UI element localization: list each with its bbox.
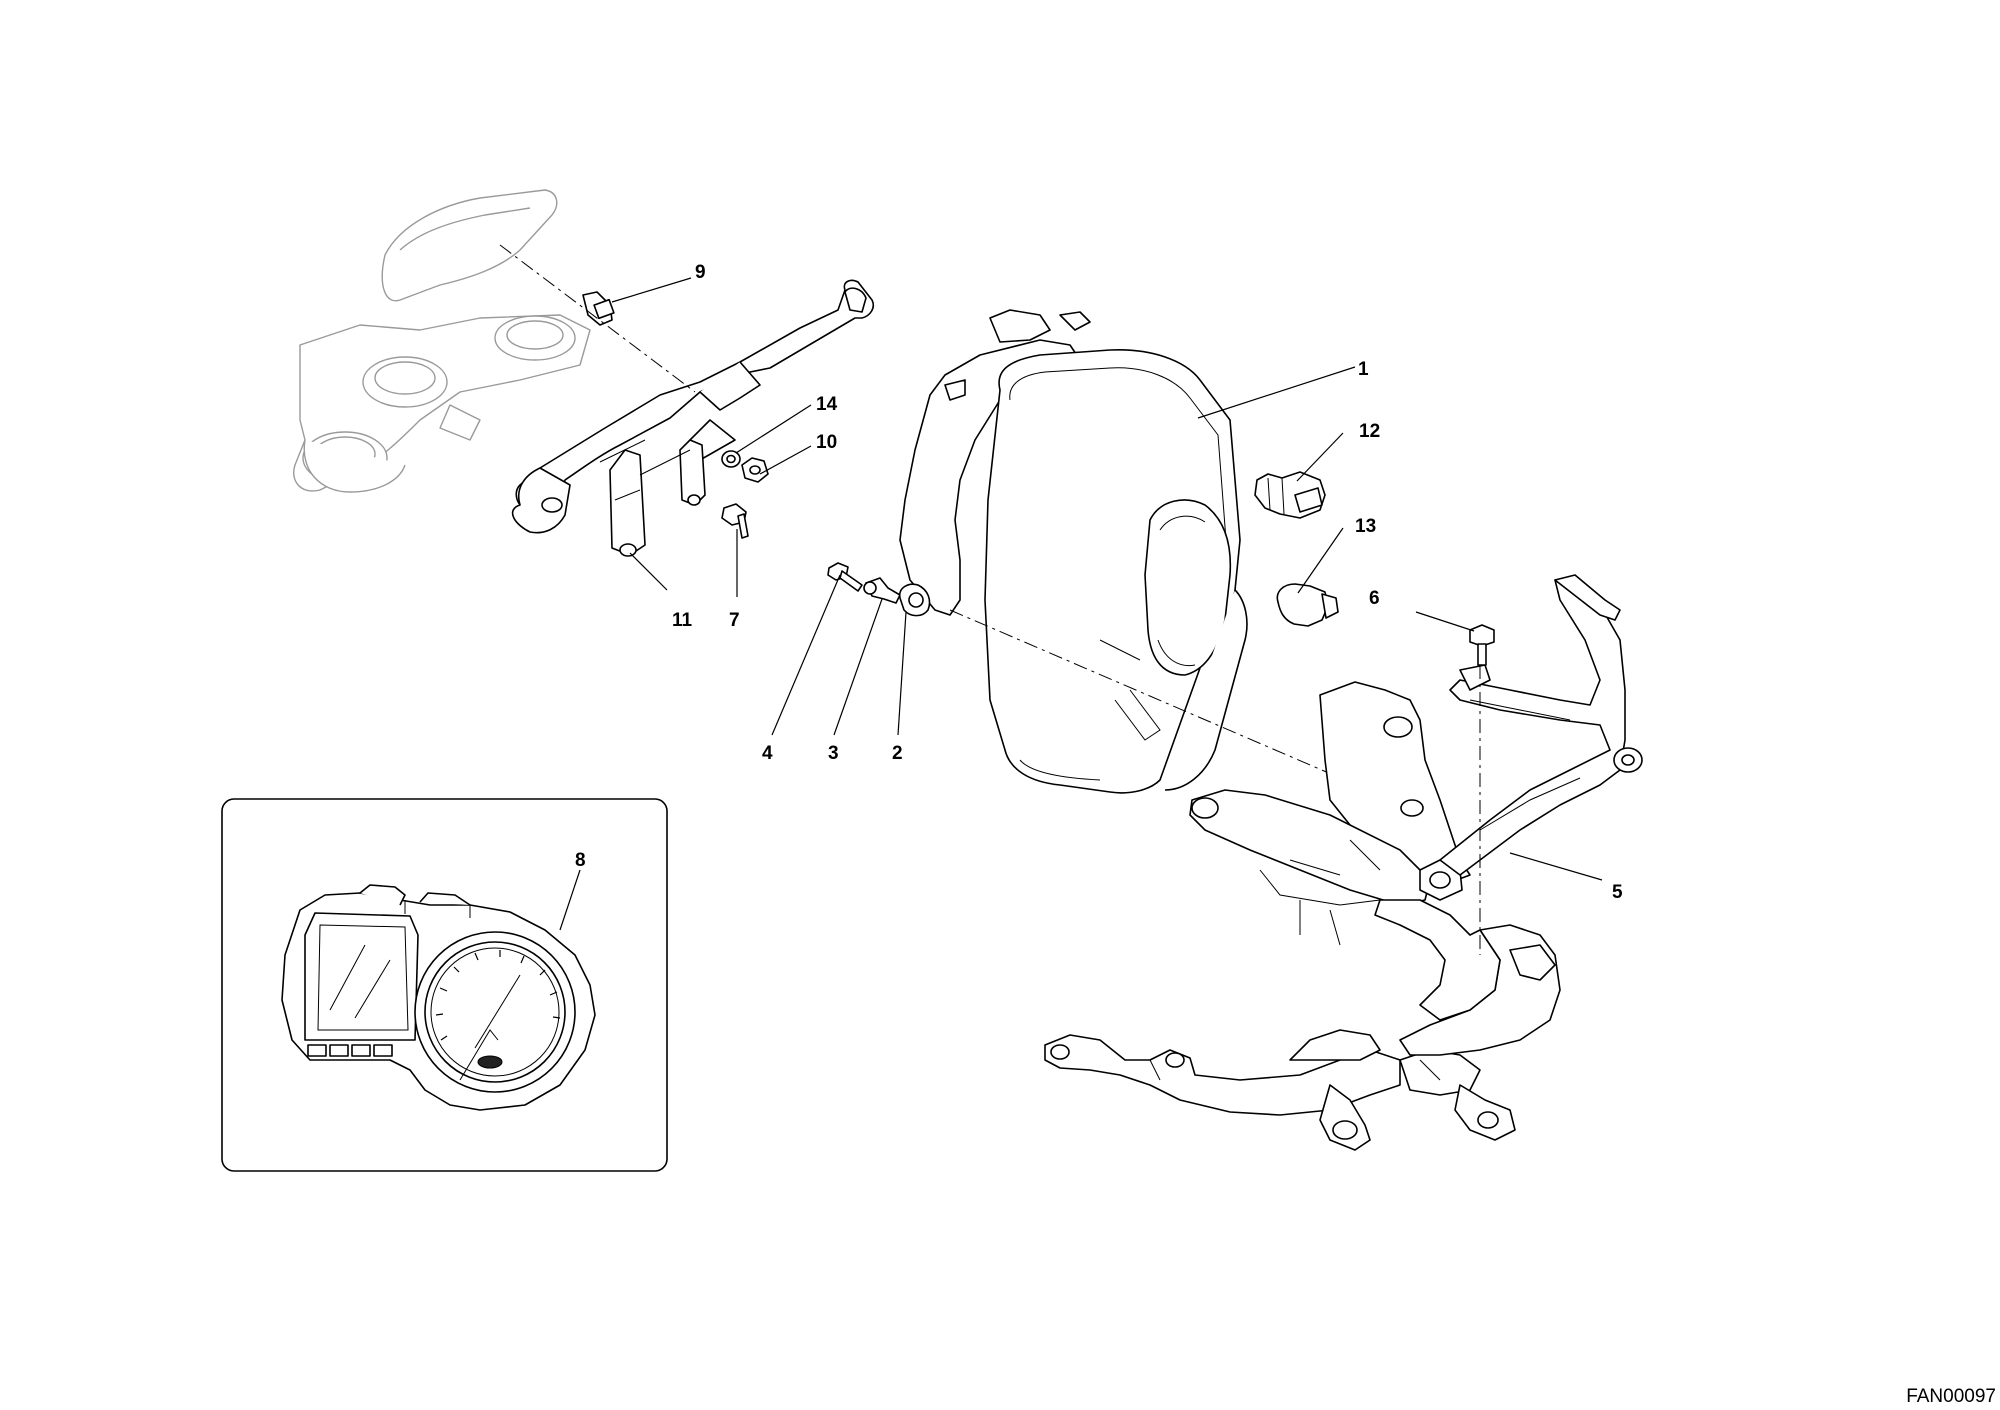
callout-10: 10	[816, 432, 837, 453]
callout-2: 2	[892, 743, 903, 764]
leader-lines	[559, 277, 1603, 931]
figure-code: FAN00097	[1906, 1386, 1996, 1407]
headlight-assembly	[899, 309, 1346, 794]
headlight-support-frame	[1044, 574, 1643, 1151]
part-9-screw	[499, 244, 696, 393]
callout-12: 12	[1359, 421, 1380, 442]
callout-6: 6	[1369, 588, 1380, 609]
part-12-bulb-holder	[1254, 471, 1326, 519]
callout-14: 14	[816, 394, 838, 415]
part-4-screw	[827, 562, 863, 592]
part-14-washer	[721, 450, 741, 468]
callout-4: 4	[762, 743, 773, 764]
part-13-bulb	[1276, 583, 1339, 627]
callout-5: 5	[1612, 882, 1623, 903]
part-6-screw	[1469, 624, 1495, 666]
part-7-bolt	[721, 503, 749, 539]
callout-labels: 1 12 13 6 5 9 14 10 11 7 4 3 2 8	[575, 262, 1623, 903]
tachometer-ticks	[435, 950, 561, 1041]
part-2-grommet	[898, 583, 931, 617]
callout-11: 11	[672, 610, 693, 631]
part-10-nut	[741, 457, 769, 483]
callout-7: 7	[729, 610, 740, 631]
callout-3: 3	[828, 743, 839, 764]
instrument-support-bracket	[511, 279, 875, 557]
callout-1: 1	[1358, 359, 1369, 380]
callout-9: 9	[695, 262, 706, 283]
callout-8: 8	[575, 850, 586, 871]
top-yoke-context-drawing	[293, 189, 591, 493]
part-3-spacer	[863, 577, 901, 604]
inset-instrument-panel	[221, 798, 668, 1172]
callout-13: 13	[1355, 516, 1376, 537]
